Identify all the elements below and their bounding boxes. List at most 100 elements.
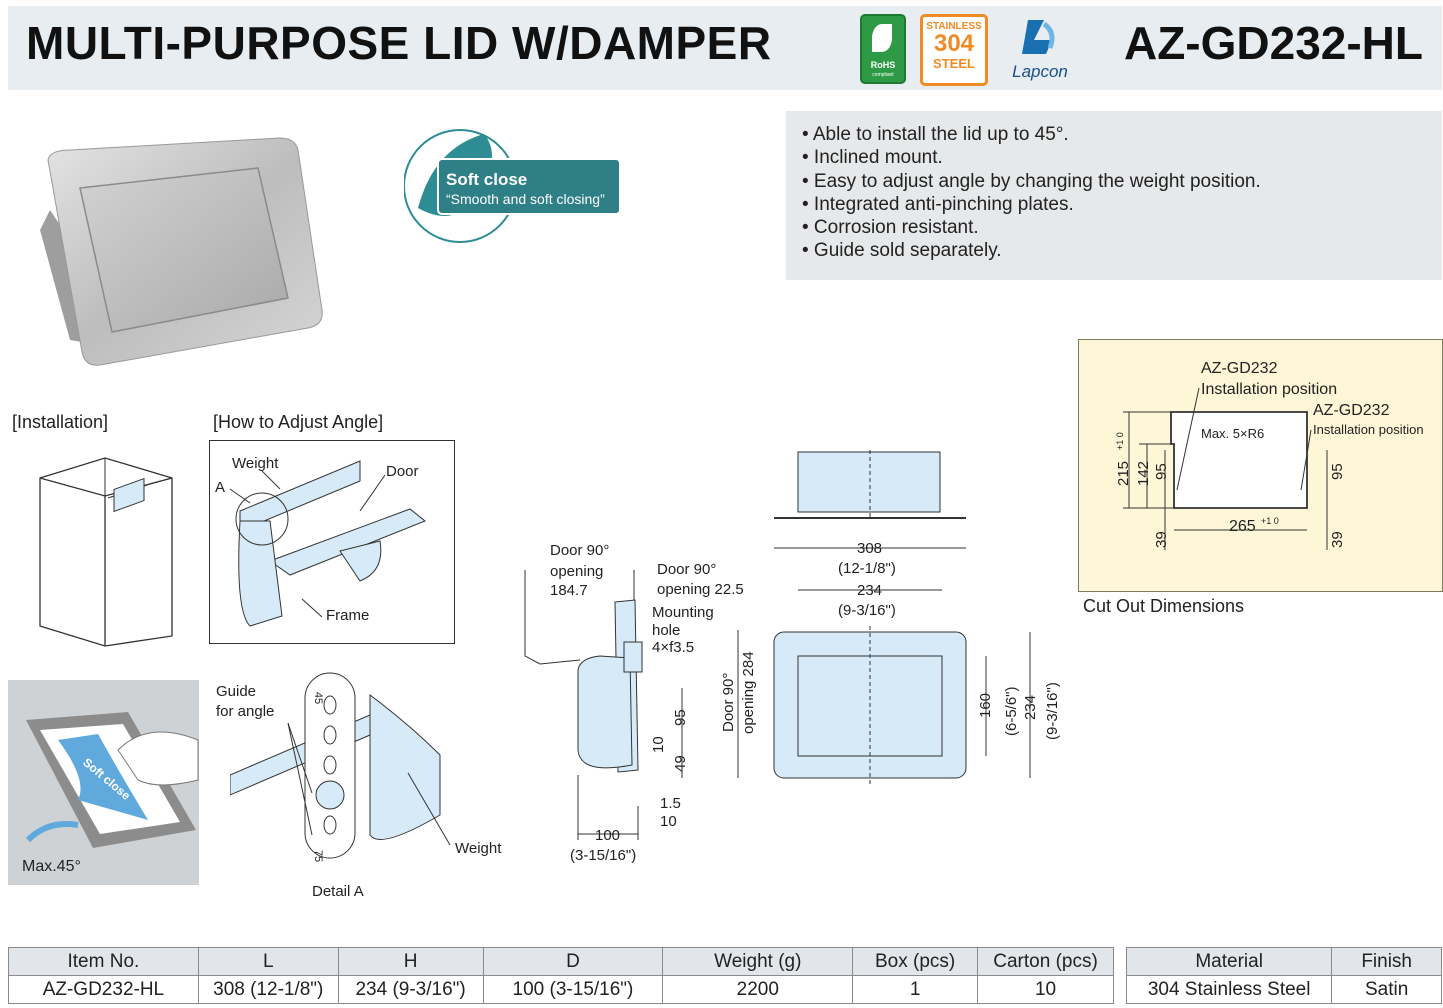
dim-160-inch-label: (6-5/6") — [1003, 686, 1020, 736]
cell-d: 100 (3-15/16") — [482, 975, 664, 1004]
header-weight: Weight (g) — [662, 947, 854, 976]
side-door-v-label-1: Door 90° — [720, 672, 737, 732]
cell-h: 234 (9-3/16") — [337, 975, 484, 1004]
cutout-142-label: 142 — [1135, 460, 1152, 486]
header-finish: Finish — [1331, 947, 1442, 976]
cutout-caption: Cut Out Dimensions — [1083, 596, 1245, 616]
dim-10-label: 10 — [650, 736, 667, 753]
cutout-box: AZ-GD232 Installation position AZ-GD232 … — [1078, 339, 1443, 592]
cutout-label-1b: Installation position — [1201, 381, 1338, 398]
cell-item-no: AZ-GD232-HL — [8, 975, 199, 1004]
header-box: Box (pcs) — [852, 947, 979, 976]
mounting-hole-label-2: hole — [652, 622, 681, 639]
header-bar — [8, 6, 1442, 90]
adjust-angle-drawing: Weight Door A Frame — [209, 440, 455, 644]
side-door-open-value: 184.7 — [550, 582, 588, 599]
cutout-label-1a: AZ-GD232 — [1201, 360, 1278, 377]
adjust-mechanism-icon — [229, 460, 426, 627]
soft-close-photo: Soft close Max.45° — [8, 680, 199, 885]
soft-close-subtitle: “Smooth and soft closing” — [446, 191, 605, 207]
header-item-no: Item No. — [8, 947, 199, 976]
side-door-open-label-1: Door 90° — [550, 542, 610, 559]
stainless-304-badge: STAINLESS 304 STEEL — [920, 14, 988, 86]
detail-45-label: 45 — [312, 691, 325, 705]
cutout-label-2a: AZ-GD232 — [1313, 402, 1390, 419]
rohs-label: RoHS — [870, 60, 896, 70]
feature-item: • Corrosion resistant. — [802, 217, 979, 239]
cutout-265-tolerance: +1 0 — [1261, 516, 1279, 526]
dim-234-h-label: 234 — [1022, 694, 1039, 720]
cutout-39b-label: 39 — [1329, 531, 1346, 548]
soft-close-emblem-icon — [404, 129, 621, 243]
header-carton: Carton (pcs) — [977, 947, 1114, 976]
cell-material: 304 Stainless Steel — [1125, 975, 1333, 1004]
cutout-label-2b: Installation position — [1313, 422, 1424, 437]
leaf-icon — [872, 24, 892, 52]
feature-item: • Guide sold separately. — [802, 240, 1002, 262]
dim-234-label: 234 — [857, 582, 883, 599]
dim-49-label: 49 — [672, 755, 689, 772]
frame-label: Frame — [326, 607, 370, 624]
hand-lid-illustration — [25, 712, 199, 848]
header-d: D — [482, 947, 664, 976]
side-door-open-b-label-2: opening 22.5 — [657, 581, 744, 598]
detail-weight-label: Weight — [455, 840, 502, 857]
spec-header-row: Item No. L H D Weight (g) Box (pcs) Cart… — [8, 947, 1114, 976]
installation-drawing — [39, 457, 173, 647]
adjust-angle-heading: [How to Adjust Angle] — [213, 412, 384, 432]
feature-item: • Integrated anti-pinching plates. — [802, 193, 1074, 215]
dim-1-5-label: 1.5 — [660, 795, 681, 812]
side-door-open-b-label-1: Door 90° — [657, 561, 717, 578]
header-h: H — [337, 947, 484, 976]
rohs-sub-label: compliant — [872, 72, 894, 78]
cell-l: 308 (12-1/8") — [197, 975, 339, 1004]
side-door-v-label-2: opening 284 — [740, 651, 757, 734]
dim-160-label: 160 — [977, 692, 994, 718]
door-label: Door — [386, 463, 419, 480]
cutout-radius-label: Max. 5×R6 — [1201, 426, 1265, 441]
guide-label-2: for angle — [216, 703, 275, 720]
rohs-badge: RoHS compliant — [860, 14, 906, 84]
dim-308-inch-label: (12-1/8") — [838, 560, 896, 577]
installation-heading: [Installation] — [12, 412, 109, 432]
table-row: 304 Stainless Steel Satin — [1125, 975, 1442, 1004]
stainless-top-label: STAINLESS — [926, 21, 982, 32]
front-view-drawing — [773, 450, 1031, 786]
feature-item: • Inclined mount. — [802, 147, 943, 169]
lapcon-brand-text: Lapcon — [1012, 62, 1068, 81]
mounting-hole-label-1: Mounting — [652, 604, 714, 621]
stainless-num-label: 304 — [933, 30, 975, 57]
soft-close-badge: Soft close “Smooth and soft closing” — [404, 128, 624, 246]
header-material: Material — [1125, 947, 1333, 976]
mounting-hole-label-3: 4×f3.5 — [652, 639, 695, 656]
weight-label: Weight — [232, 455, 279, 472]
side-view-drawing — [524, 570, 739, 840]
soft-close-title: Soft close — [446, 170, 528, 189]
detail-75-label: 75 — [312, 849, 325, 863]
dim-100-inch-label: (3-15/16") — [570, 847, 637, 864]
lapcon-logo: Lapcon — [1000, 14, 1080, 81]
cutout-95a-label: 95 — [1153, 463, 1170, 480]
guide-label: Guide — [216, 683, 257, 700]
cutout-215-label: 215 — [1115, 460, 1132, 486]
header-l: L — [197, 947, 339, 976]
features-list: • Able to install the lid up to 45°. • I… — [786, 111, 1442, 263]
dim-308-label: 308 — [857, 540, 883, 557]
dim-234-h-inch-label: (9-3/16") — [1044, 682, 1061, 740]
cutout-265-label: 265 — [1229, 518, 1256, 535]
feature-item: • Able to install the lid up to 45°. — [802, 124, 1069, 145]
dim-234-inch-label: (9-3/16") — [838, 602, 896, 619]
cell-box: 1 — [852, 975, 979, 1004]
detail-a-drawing — [230, 672, 451, 859]
max-angle-label: Max.45° — [22, 858, 81, 875]
material-table: Material Finish 304 Stainless Steel Sati… — [1125, 947, 1442, 1004]
cell-weight: 2200 — [662, 975, 854, 1004]
cutout-39a-label: 39 — [1153, 531, 1170, 548]
detail-a-caption: Detail A — [312, 883, 364, 900]
cutout-diagram — [1123, 387, 1328, 550]
lapcon-logo-icon — [1022, 20, 1055, 54]
material-header-row: Material Finish — [1125, 947, 1442, 976]
product-photo — [40, 137, 323, 366]
cutout-95b-label: 95 — [1329, 463, 1346, 480]
side-door-open-label-2: opening — [550, 563, 604, 580]
